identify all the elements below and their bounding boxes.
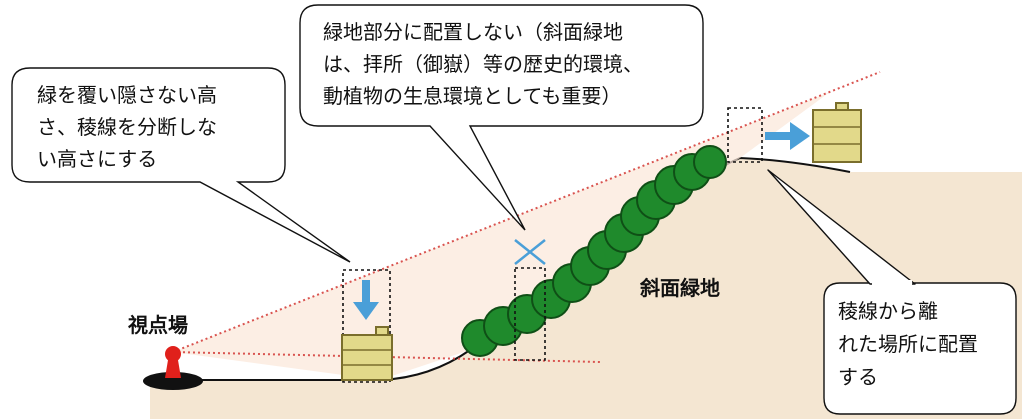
callout-center-line-3: 動植物の生息環境としても重要） [323, 84, 621, 108]
callout-right-line-1: 稜線から離 [838, 299, 938, 323]
slope-trees [461, 145, 727, 357]
callout-center-line-2: は、拝所（御嶽）等の歴史的環境、 [323, 52, 643, 76]
dashed-height-box-left [342, 269, 391, 383]
callout-right-line-2: れた場所に配置 [838, 332, 978, 356]
building-right [812, 102, 862, 163]
callout-center-line-1: 緑地部分に配置しない（斜面緑地 [323, 20, 623, 44]
sight-line-upper [172, 71, 881, 353]
callout-right: 稜線から離 れた場所に配置 する [767, 169, 1017, 415]
callout-left-line-1: 緑を覆い隠さない高 [37, 83, 217, 107]
arrow-right-icon [765, 122, 810, 150]
building-left [341, 326, 393, 381]
callout-left-line-3: い高さにする [37, 147, 157, 171]
cross-icon [514, 239, 546, 265]
arrow-down-icon [353, 280, 379, 320]
viewpoint-base [143, 372, 203, 390]
sight-cone [173, 92, 830, 380]
callout-center: 緑地部分に配置しない（斜面緑地 は、拝所（御嶽）等の歴史的環境、 動植物の生息環… [299, 4, 704, 231]
dashed-box-ridge [727, 107, 763, 163]
viewpoint-label: 視点場 [127, 313, 188, 337]
callout-left-line-2: さ、稜線を分断しな [37, 115, 217, 139]
callout-right-line-3: する [838, 365, 878, 389]
dashed-box-center [514, 267, 546, 361]
slope-green-label: 斜面緑地 [639, 276, 720, 300]
viewpoint-marker-icon [165, 346, 181, 378]
callout-left: 緑を覆い隠さない高 さ、稜線を分断しな い高さにする [11, 67, 351, 263]
